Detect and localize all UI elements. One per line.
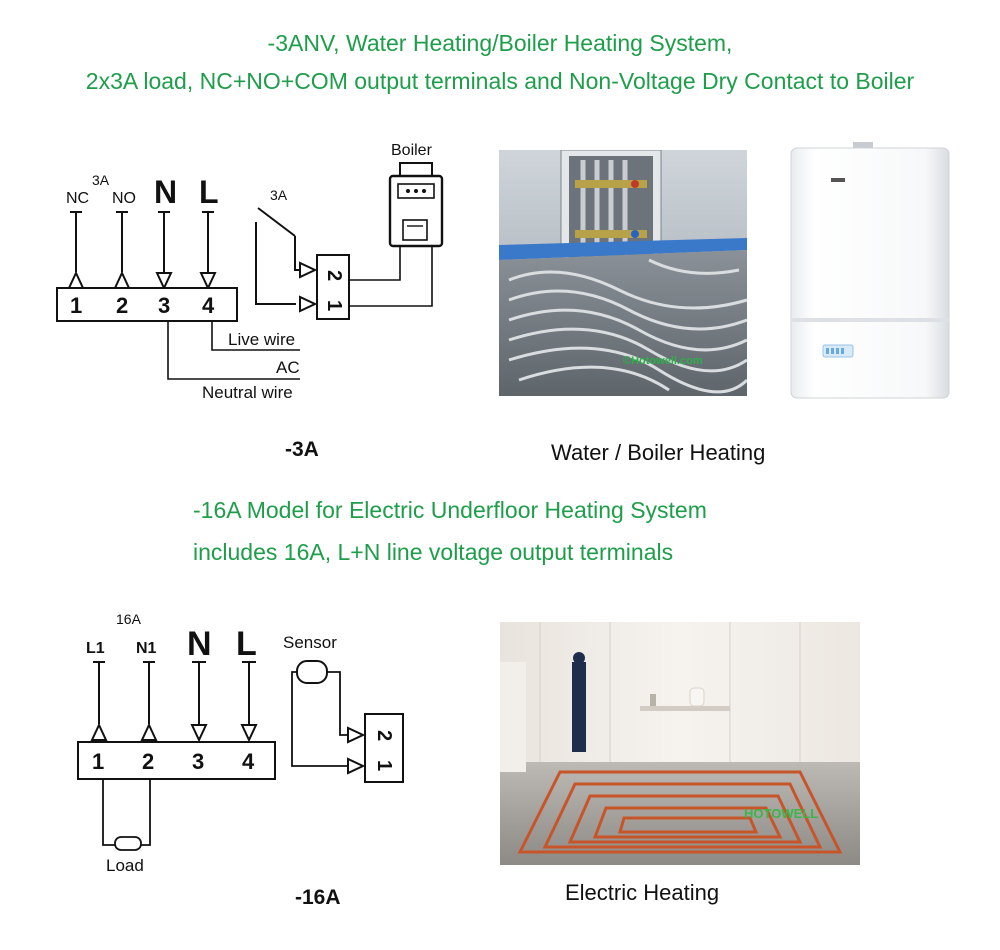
caption-16a: -16A: [295, 886, 341, 909]
terminal-block-3a: [56, 287, 238, 322]
label-ac: AC: [276, 358, 300, 377]
svg-text:4: 4: [242, 749, 255, 774]
load-wires: [102, 779, 151, 846]
watermark-hotowell-1: ©Hotowell.com: [623, 355, 703, 367]
header-line-2: 2x3A load, NC+NO+COM output terminals an…: [85, 68, 915, 94]
terminal-numbers-3a: 1 2 3 4: [70, 293, 215, 318]
terminal-ticks-3a: [70, 211, 214, 216]
caption-3a: -3A: [285, 438, 319, 461]
boiler-icon: [388, 162, 444, 248]
wiring-diagram-16a: 16A L1 N1 N L 1 2 3 4: [77, 611, 404, 875]
photo-electric-floor-heating: HOTOWELL: [500, 622, 860, 865]
terminal-arrows-3a: [67, 216, 217, 291]
caption-electric-heating: Electric Heating: [565, 880, 720, 905]
label-no: NO: [112, 190, 136, 207]
header-line-1: -3ANV, Water Heating/Boiler Heating Syst…: [267, 30, 733, 56]
sensor-icon: [296, 660, 328, 684]
wiring-diagram-3a: 3A NC NO N L 1 2 3 4: [56, 142, 444, 402]
section16-line-1: -16A Model for Electric Underfloor Heati…: [193, 497, 707, 523]
label-boiler: Boiler: [391, 142, 433, 159]
svg-text:2: 2: [373, 730, 395, 741]
terminal-block-16a: [77, 741, 276, 780]
svg-text:2: 2: [142, 749, 154, 774]
svg-text:2: 2: [323, 270, 345, 281]
relay-rating-3a: 3A: [270, 187, 288, 203]
rating-16a-top: 16A: [116, 611, 142, 627]
load-icon: [114, 836, 142, 851]
watermark-hotowell-2: HOTOWELL: [744, 806, 818, 821]
boiler-wires: [349, 246, 433, 307]
label-neutral-wire: Neutral wire: [202, 383, 293, 402]
svg-text:2: 2: [116, 293, 128, 318]
photo-boiler: [783, 140, 953, 400]
label-n-16a: N: [187, 625, 212, 663]
svg-text:4: 4: [202, 293, 215, 318]
svg-text:1: 1: [323, 300, 345, 311]
label-l1: L1: [86, 640, 105, 657]
terminal-ticks-16a: [93, 661, 256, 666]
label-l: L: [199, 174, 219, 210]
label-live-wire: Live wire: [228, 330, 295, 349]
label-n: N: [154, 174, 177, 210]
label-nc: NC: [66, 190, 89, 207]
label-l-16a: L: [236, 625, 257, 663]
sensor-terminal-block: [364, 713, 404, 783]
terminal-numbers-16a: 1 2 3 4: [92, 749, 255, 774]
relay-contact-3a: [255, 207, 300, 305]
label-n1: N1: [136, 640, 157, 657]
ac-wires-3a: [167, 321, 300, 380]
svg-text:1: 1: [92, 749, 104, 774]
caption-water-boiler-heating: Water / Boiler Heating: [551, 440, 766, 465]
rating-3a-top: 3A: [92, 172, 110, 188]
svg-text:3: 3: [192, 749, 204, 774]
label-load: Load: [106, 856, 144, 875]
boiler-terminal-block: [316, 254, 350, 320]
label-sensor: Sensor: [283, 633, 337, 652]
photo-water-floor-heating: ©Hotowell.com: [499, 150, 747, 396]
section16-line-2: includes 16A, L+N line voltage output te…: [193, 539, 674, 565]
svg-text:1: 1: [70, 293, 82, 318]
sensor-wires: [291, 671, 348, 767]
terminal-arrows-16a: [90, 666, 258, 743]
svg-text:1: 1: [373, 760, 395, 771]
svg-text:3: 3: [158, 293, 170, 318]
